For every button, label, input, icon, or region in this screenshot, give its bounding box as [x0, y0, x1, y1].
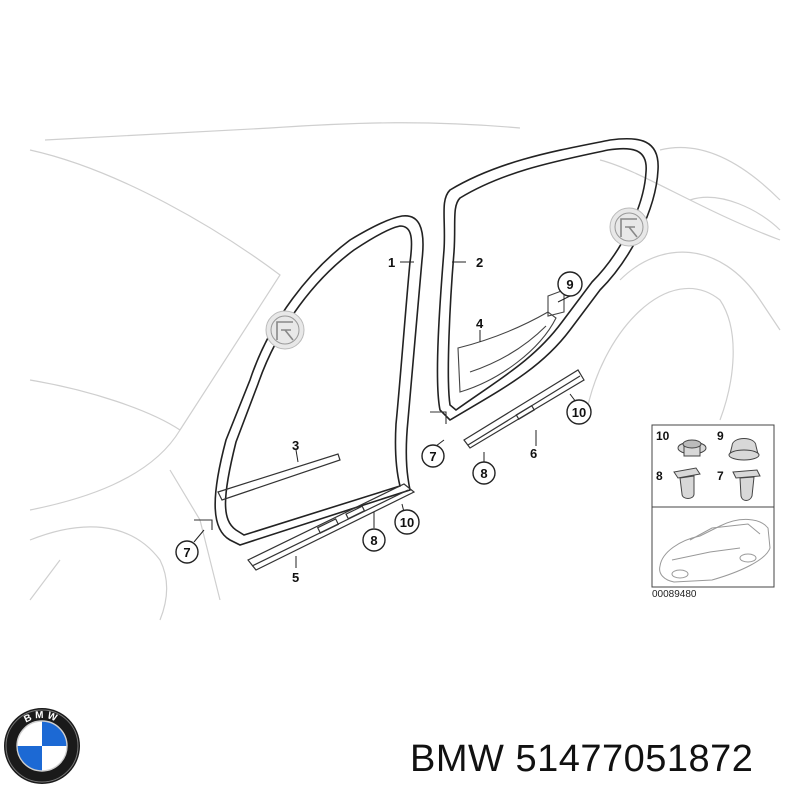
- car-body-outline: [29, 122, 781, 621]
- inset-label-9: 9: [717, 429, 724, 443]
- brand-name: BMW: [410, 738, 505, 780]
- logo-lettering: BMW: [22, 710, 61, 726]
- part-label-6: 6: [530, 446, 537, 461]
- callout-label: 8: [370, 533, 377, 548]
- fastener-7-icon: [732, 469, 761, 501]
- part-title: BMW 51477051872: [410, 738, 753, 781]
- rear-sill-plate: [463, 369, 585, 449]
- part-label-3: 3: [292, 438, 299, 453]
- callout-8-front: 8: [362, 528, 386, 552]
- fastener-10-icon: [677, 439, 707, 457]
- front-sill-plate: [247, 483, 416, 571]
- callout-10-front: 10: [394, 509, 420, 535]
- inset-label-10: 10: [656, 429, 670, 443]
- callout-label: 7: [429, 449, 436, 464]
- front-door-seal: [214, 215, 424, 546]
- callout-9: 9: [557, 271, 583, 297]
- callout-label: 7: [183, 545, 190, 560]
- callout-label: 9: [566, 277, 573, 292]
- callout-7-rear: 7: [421, 444, 445, 468]
- part-number: 51477051872: [515, 738, 754, 780]
- callout-7-front: 7: [175, 540, 199, 564]
- part-label-2: 2: [476, 255, 483, 270]
- trim-strip: [217, 453, 341, 501]
- fastener-9-icon: [728, 438, 760, 461]
- callout-label: 10: [400, 515, 414, 530]
- fastener-8-icon: [673, 467, 701, 499]
- part-label-1: 1: [388, 255, 395, 270]
- bmw-logo: BMW: [4, 708, 80, 784]
- clip-markers: [194, 411, 447, 530]
- inset-label-8: 8: [656, 469, 663, 483]
- leader-lines: [193, 261, 577, 568]
- callout-label: 8: [480, 466, 487, 481]
- car-thumbnail-icon: [659, 519, 771, 583]
- rear-door-seal: [436, 137, 659, 422]
- stamp-icon: [609, 207, 649, 247]
- rear-inner-trim: [457, 289, 565, 393]
- part-label-5: 5: [292, 570, 299, 585]
- callout-10-rear: 10: [566, 399, 592, 425]
- part-label-4: 4: [476, 316, 484, 331]
- callout-8-rear: 8: [472, 461, 496, 485]
- inset-label-7: 7: [717, 469, 724, 483]
- fastener-inset: 10 9 8 7: [651, 424, 775, 588]
- diagram-id: 00089480: [652, 589, 697, 600]
- stamp-icon: [265, 310, 305, 350]
- callout-label: 10: [572, 405, 586, 420]
